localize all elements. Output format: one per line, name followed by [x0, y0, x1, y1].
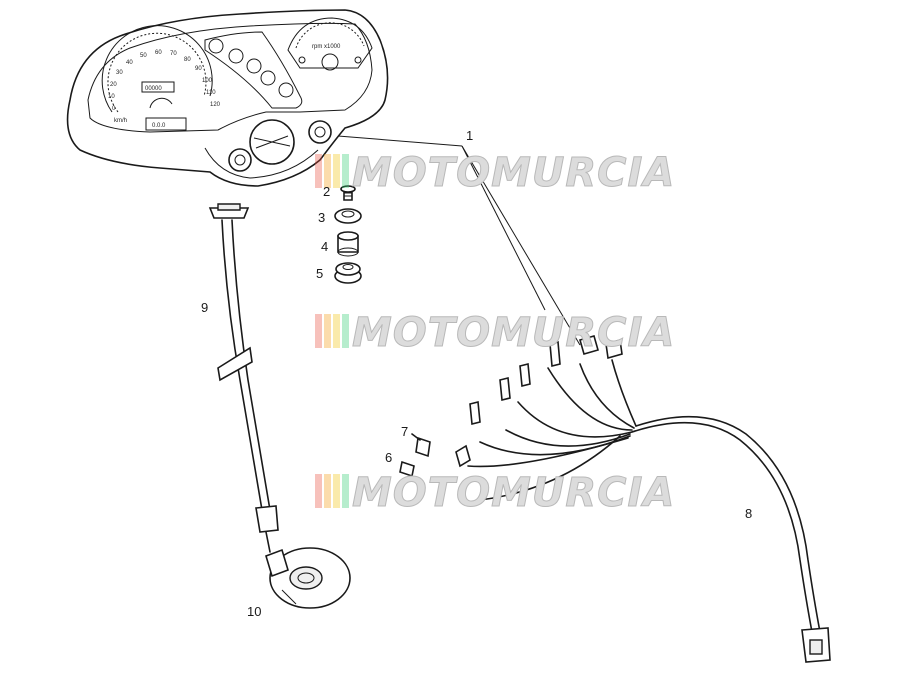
speed-tick-30: 30 — [116, 70, 123, 76]
watermark-text: MOTOMURCIA — [352, 470, 675, 516]
instrument-cluster: 0 10 20 30 40 50 60 70 80 90 100 110 120… — [66, 9, 389, 187]
callout-10: 10 — [247, 604, 261, 619]
neutral-light-icon — [246, 58, 262, 74]
speedometer-cable — [208, 203, 279, 553]
speed-tick-20: 20 — [110, 82, 117, 88]
speed-unit: km/h — [114, 118, 127, 124]
speed-tick-50: 50 — [140, 53, 147, 59]
speed-tick-70: 70 — [170, 51, 177, 57]
callout-8: 8 — [745, 506, 752, 521]
bulb-socket-7 — [411, 433, 431, 458]
watermark-stripe — [333, 474, 340, 508]
watermark-stripe — [324, 314, 331, 348]
watermark-stripe — [342, 314, 349, 348]
speed-tick-80: 80 — [184, 57, 191, 63]
tachometer-gauge: rpm x1000 — [287, 17, 373, 71]
watermark-middle: MOTOMURCIA — [315, 310, 675, 357]
watermark-text: MOTOMURCIA — [352, 150, 675, 196]
callout-7: 7 — [401, 424, 408, 439]
callout-9: 9 — [201, 300, 208, 315]
callout-5: 5 — [316, 266, 323, 281]
tach-unit: rpm x1000 — [312, 44, 341, 50]
indicator-light-icon — [208, 38, 224, 54]
watermark-stripe — [342, 154, 349, 188]
trip-digits: 0.0.0 — [152, 123, 166, 129]
center-boss-slot — [253, 135, 291, 149]
watermark-stripe — [324, 474, 331, 508]
speed-tick-0: 0 — [112, 106, 116, 112]
speed-tick-10: 10 — [108, 94, 115, 100]
callout-4: 4 — [321, 239, 328, 254]
watermark-bottom: MOTOMURCIA — [315, 470, 675, 517]
watermark-top: MOTOMURCIA — [315, 150, 675, 197]
watermark-stripe — [342, 474, 349, 508]
speedometer-gauge: 0 10 20 30 40 50 60 70 80 90 100 110 120… — [101, 25, 221, 131]
washer-part-3 — [334, 208, 362, 224]
tach-indicator-right-icon — [354, 56, 362, 64]
watermark-stripe — [333, 154, 340, 188]
high-beam-icon — [260, 70, 276, 86]
callout-6: 6 — [385, 450, 392, 465]
odometer-digits: 00000 — [145, 86, 162, 92]
callout-labels: 1 2 3 4 5 6 7 8 9 10 — [201, 128, 752, 619]
watermark-stripe — [315, 314, 322, 348]
oil-warning-icon — [228, 48, 244, 64]
callout-2: 2 — [323, 184, 330, 199]
needle-hub — [149, 97, 173, 109]
watermark-stripe — [324, 154, 331, 188]
grommet-part-5 — [334, 262, 362, 284]
right-mount-boss — [308, 120, 332, 144]
cable-ferrule — [255, 505, 279, 533]
speed-tick-40: 40 — [126, 60, 133, 66]
callout-3: 3 — [318, 210, 325, 225]
callout-1: 1 — [466, 128, 473, 143]
trip-window — [145, 117, 187, 131]
tach-hub — [321, 53, 339, 71]
fuel-warning-icon — [278, 82, 294, 98]
wiring-harness — [455, 335, 831, 663]
watermark-stripe — [333, 314, 340, 348]
leader-lines — [337, 135, 581, 346]
odometer-window — [141, 81, 175, 93]
speed-tick-90: 90 — [195, 66, 202, 72]
tach-indicator-left-icon — [298, 56, 306, 64]
speedometer-drive — [265, 547, 351, 609]
cable-clip — [217, 346, 253, 382]
speed-tick-100: 100 — [202, 78, 213, 84]
speed-tick-110: 110 — [206, 90, 216, 96]
warning-lights-panel — [204, 31, 303, 109]
watermark-stripe — [315, 154, 322, 188]
left-mount-boss — [228, 148, 252, 172]
bulb-6 — [399, 460, 415, 478]
bushing-part-4 — [337, 231, 359, 257]
screw-part-2 — [340, 185, 356, 201]
speed-tick-60: 60 — [155, 50, 162, 56]
speed-tick-120: 120 — [210, 102, 221, 108]
watermark-stripe — [315, 474, 322, 508]
watermark-text: MOTOMURCIA — [352, 310, 675, 356]
